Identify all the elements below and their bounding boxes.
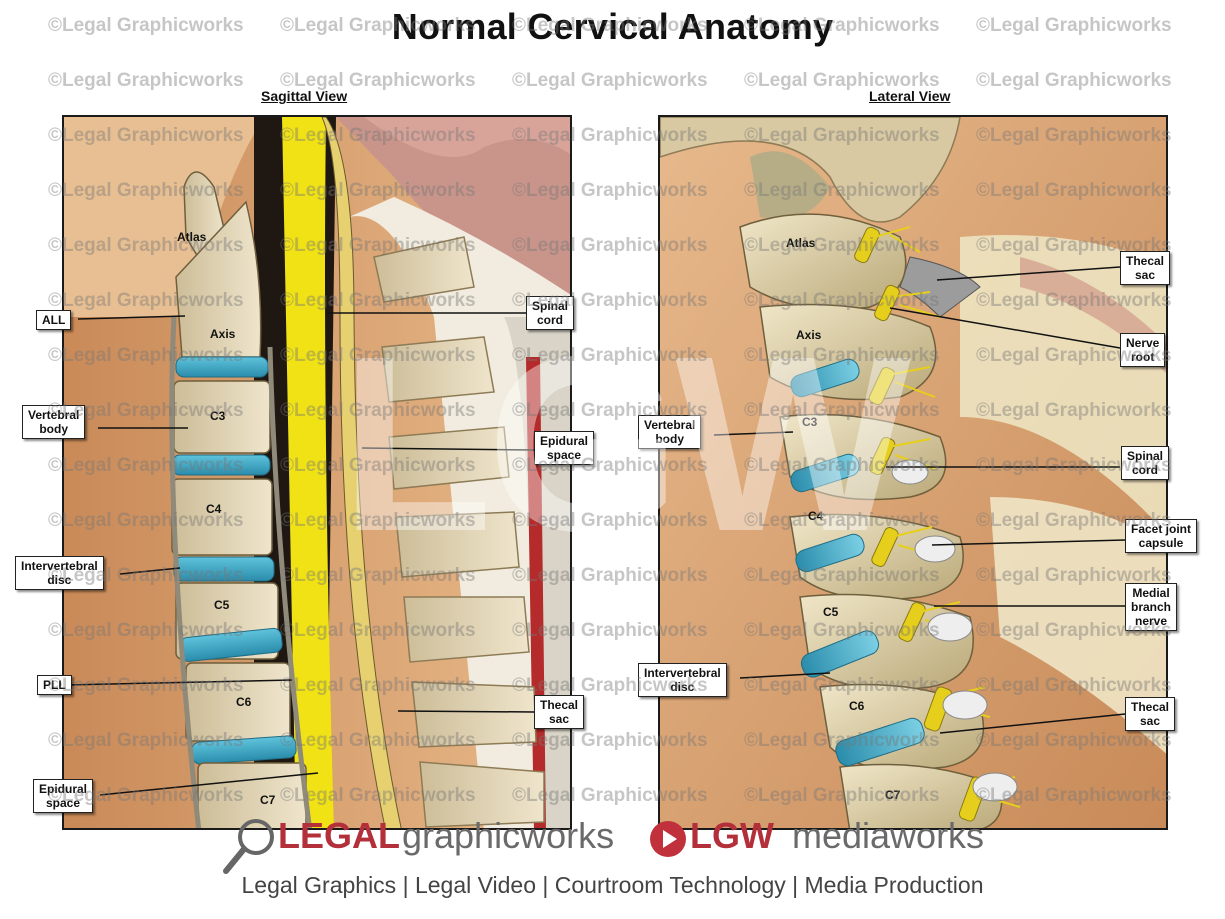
anterior-longitudinal-ligament (169, 316, 202, 828)
callout-spinal-cord-left: Spinal cord (526, 296, 575, 330)
page-title: Normal Cervical Anatomy (391, 6, 834, 47)
atlas-lateral (739, 213, 907, 311)
c4-body (171, 478, 273, 556)
axis-label-right: Axis (796, 328, 822, 342)
callout-intervertebral-disc-right: Intervertebral disc (638, 663, 727, 697)
disc-lat-3 (795, 533, 865, 573)
callout-thecal-sac-left: Thecal sac (534, 695, 585, 729)
sagittal-view-label: Sagittal View (261, 88, 348, 104)
c4-label-right: C4 (808, 509, 824, 523)
disc-lat-2 (790, 453, 860, 493)
callout-vertebral-body-left: Vertebral body (22, 405, 86, 439)
lateral-vertebrae (739, 213, 1003, 828)
thecal-sac-posterior (321, 117, 402, 828)
atlas-label-right: Atlas (786, 236, 816, 250)
footer-logo: LEGAL graphicworks LGW mediaworks (0, 815, 1225, 874)
posterior-longitudinal-ligament (267, 346, 313, 828)
c6-label-left: C6 (236, 695, 252, 709)
c5-label-right: C5 (823, 605, 839, 619)
callout-spinal-cord-right: Spinal cord (1121, 446, 1170, 480)
play-icon (650, 821, 686, 857)
mastoid (750, 151, 830, 219)
disc-lat-1 (790, 358, 860, 398)
brand-lgw: LGW (690, 815, 774, 856)
lateral-view-panel: Atlas Axis C3 C4 C5 C6 C7 (658, 115, 1168, 830)
callout-facet-joint-capsule: Facet joint capsule (1125, 519, 1198, 553)
axis-lateral (759, 303, 937, 401)
lateral-view-label: Lateral View (869, 88, 951, 104)
disc-c2-c3 (175, 356, 269, 378)
callout-all: ALL (36, 310, 72, 330)
sagittal-illustration (64, 117, 570, 828)
c7-label-left: C7 (260, 793, 276, 807)
c7-label-right: C7 (885, 788, 901, 802)
spinous-processes (373, 236, 545, 828)
watermark-text: ©Legal Graphicworks (976, 70, 1172, 91)
brain-tissue (364, 117, 570, 157)
atlas-label-left: Atlas (177, 230, 207, 244)
watermark-text: ©Legal Graphicworks (48, 70, 244, 91)
disc-c3-c4 (171, 454, 271, 476)
watermark-text: ©Legal Graphicworks (512, 70, 708, 91)
axis-label-left: Axis (210, 327, 236, 341)
brand-mediaworks: mediaworks (792, 815, 985, 856)
sagittal-view-panel: Atlas Axis C3 C4 C5 C6 C7 (62, 115, 572, 830)
callout-epidural-space-right: Epidural space (534, 431, 595, 465)
disc-lat-5 (835, 717, 925, 767)
brand-legal: LEGAL (278, 815, 400, 856)
lateral-illustration (660, 117, 1166, 828)
disc-lat-4 (800, 630, 880, 678)
skull-base (660, 117, 961, 223)
c3-label-right: C3 (802, 415, 818, 429)
magnifier-icon (223, 819, 274, 874)
thecal-sac-top-shape (899, 256, 981, 318)
callout-epidural-space-left: Epidural space (33, 779, 94, 813)
spinal-cord (282, 117, 334, 828)
cerebellum (336, 117, 570, 296)
c6-label-right: C6 (849, 699, 865, 713)
callout-vertebral-body-right: Vertebral body (638, 415, 702, 449)
c3-label-left: C3 (210, 409, 226, 423)
callout-nerve-root: Nerve root (1120, 333, 1166, 367)
callout-thecal-sac-bottom: Thecal sac (1125, 697, 1176, 731)
callout-medial-branch-nerve: Medial branch nerve (1125, 583, 1178, 631)
callout-pll: PLL (37, 675, 72, 695)
c4-label-left: C4 (206, 502, 222, 516)
c5-label-left: C5 (214, 598, 230, 612)
pharynx-tissue (64, 117, 264, 317)
disc-c4-c5 (173, 556, 275, 582)
facet-capsules (891, 459, 1018, 802)
tagline: Legal Graphics | Legal Video | Courtroom… (241, 872, 984, 898)
brand-graphicworks: graphicworks (402, 815, 615, 856)
callout-thecal-sac-top: Thecal sac (1120, 251, 1171, 285)
callout-intervertebral-disc-left: Intervertebral disc (15, 556, 104, 590)
